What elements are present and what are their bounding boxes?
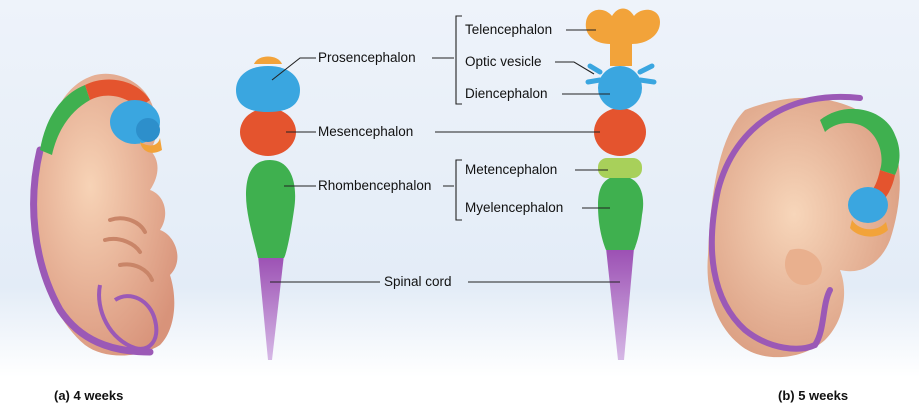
telencephalon-vesicle [586,9,660,67]
prosencephalon-tip [254,57,282,65]
diencephalon-vesicle [598,66,642,110]
embryo-4-weeks [32,74,178,356]
embryo-4-weeks-optic-bulge [136,118,160,142]
metencephalon-label: Metencephalon [465,162,557,178]
myelencephalon-label: Myelencephalon [465,200,563,216]
embryo-5-weeks-diencephalon [848,187,888,223]
prosencephalon-vesicle [236,66,300,112]
spinal-cord-right [606,248,634,360]
optic-vesicle-label: Optic vesicle [465,54,542,70]
prosencephalon-label: Prosencephalon [318,50,416,66]
mesencephalon-label: Mesencephalon [318,124,413,140]
caption-5-weeks: (b) 5 weeks [778,388,848,403]
optic-vesicle-right [640,66,654,82]
five-vesicle-brain [586,9,660,361]
telencephalon-label: Telencephalon [465,22,552,38]
spinal-cord-left [258,255,284,360]
embryo-5-weeks [707,97,899,357]
myelencephalon-vesicle [598,176,643,250]
spinal-cord-label: Spinal cord [384,274,452,290]
hindbrain-bracket [456,160,462,220]
optic-vesicle-leader [555,62,594,74]
forebrain-bracket [456,16,462,104]
three-vesicle-brain [236,57,300,361]
caption-4-weeks: (a) 4 weeks [54,388,123,403]
rhombencephalon-label: Rhombencephalon [318,178,431,194]
diencephalon-label: Diencephalon [465,86,548,102]
rhombencephalon-vesicle [246,160,295,258]
mesencephalon-vesicle-right [594,108,646,156]
metencephalon-vesicle [598,158,642,178]
